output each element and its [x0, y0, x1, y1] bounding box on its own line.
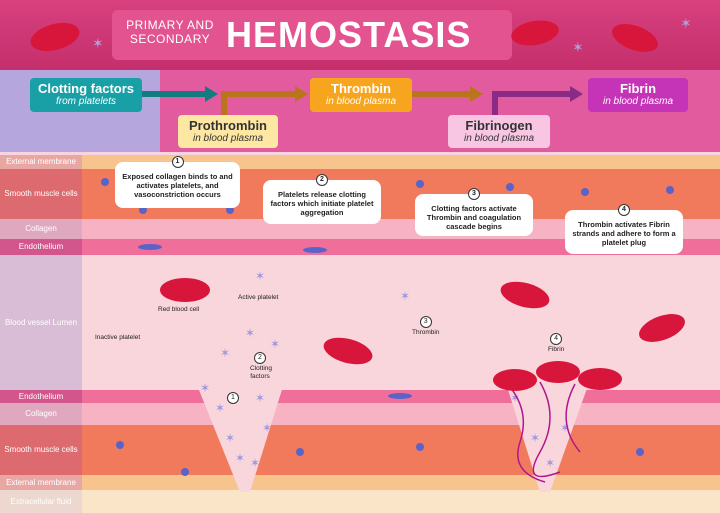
- svg-text:✶: ✶: [262, 421, 272, 435]
- cell-nuclei: [101, 178, 674, 476]
- extracellular-fluid: [0, 490, 720, 513]
- red-blood-cell: [30, 22, 80, 52]
- arrow: [221, 91, 295, 116]
- title-subtitle: PRIMARY AND SECONDARY: [126, 18, 214, 46]
- svg-text:✶: ✶: [545, 456, 555, 470]
- svg-text:✶: ✶: [215, 401, 225, 415]
- layer-label: Smooth muscle cells: [0, 425, 82, 475]
- external-membrane-bottom: [0, 475, 720, 490]
- layer-label: Endothelium: [0, 390, 82, 403]
- svg-text:✶: ✶: [400, 289, 410, 303]
- svg-text:✶: ✶: [560, 421, 570, 435]
- layer-label: Endothelium: [0, 239, 82, 255]
- svg-text:✶: ✶: [200, 381, 210, 395]
- label-inactive-platelet: Inactive platelet: [95, 334, 141, 341]
- page-title: HEMOSTASIS: [226, 14, 472, 55]
- arrow: [492, 91, 570, 116]
- collagen-bottom: [0, 403, 720, 425]
- layer-label: Blood vessel Lumen: [0, 255, 82, 390]
- svg-text:✶: ✶: [270, 337, 280, 351]
- svg-text:✶: ✶: [225, 431, 235, 445]
- header-cells: ✶ ✶ ✶: [30, 15, 692, 55]
- svg-text:✶: ✶: [255, 269, 265, 283]
- cascade-arrows: [140, 86, 583, 116]
- label-active-platelet: Active platelet: [238, 294, 279, 301]
- svg-text:✶: ✶: [255, 391, 265, 405]
- title-box: [112, 10, 512, 60]
- marker-step-1: 1: [227, 392, 239, 404]
- red-blood-cells: [160, 278, 685, 391]
- fibrin-strands: [509, 381, 581, 483]
- collagen-top: [0, 219, 720, 239]
- wound-left: [195, 380, 285, 492]
- lumen: [0, 255, 720, 390]
- layer-label: Collagen: [0, 403, 82, 425]
- svg-text:✶: ✶: [530, 431, 540, 445]
- red-blood-cell: [511, 20, 559, 46]
- svg-text:✶: ✶: [250, 456, 260, 470]
- platelet-icon: ✶: [92, 35, 104, 51]
- layer-label: Collagen: [0, 219, 82, 239]
- endothelium-top: [0, 239, 720, 255]
- svg-text:✶: ✶: [510, 391, 520, 405]
- layer-label: External membrane: [0, 475, 82, 490]
- smooth-muscle-bottom: [0, 425, 720, 475]
- platelet-icon: ✶: [680, 15, 692, 31]
- layer-label: Extracellular fluid: [0, 490, 82, 513]
- svg-text:✶: ✶: [235, 451, 245, 465]
- layer-label: Smooth muscle cells: [0, 169, 82, 219]
- svg-text:✶: ✶: [245, 326, 255, 340]
- external-membrane-top: [0, 155, 720, 169]
- platelets: ✶✶✶✶ ✶✶✶✶ ✶✶✶✶ ✶✶✶✶: [200, 269, 570, 470]
- endothelium-bottom: [0, 390, 720, 403]
- layer-label: External membrane: [0, 155, 82, 169]
- platelet-icon: ✶: [572, 39, 584, 55]
- red-blood-cell: [612, 24, 658, 52]
- label-red-blood-cell: Red blood cell: [158, 306, 200, 313]
- svg-text:✶: ✶: [220, 346, 230, 360]
